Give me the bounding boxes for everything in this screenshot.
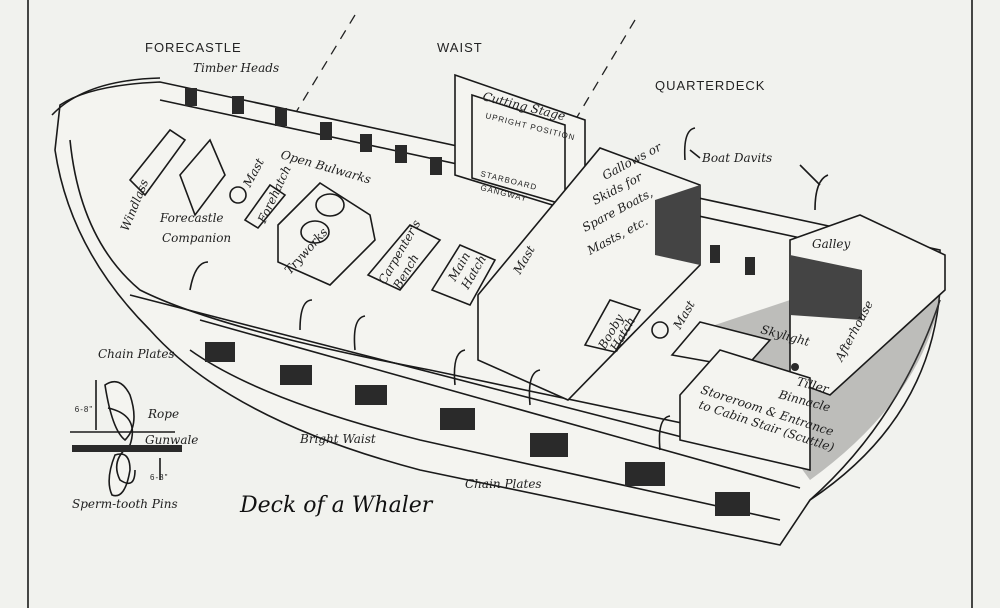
- label-boat-davits: Boat Davits: [701, 151, 772, 165]
- storeroom-shape: [679, 349, 811, 472]
- booby-hatch-shape: [583, 299, 642, 353]
- label-forecastle-companion-1: Forecastle: [159, 211, 224, 225]
- label-timber-heads: Timber Heads: [193, 61, 279, 75]
- label-bright-waist: Bright Waist: [299, 432, 376, 446]
- mizzen-mast-shape: [651, 321, 669, 339]
- deck-structures: [128, 73, 946, 472]
- forehatch-shape: [243, 183, 287, 230]
- forecastle-companion-shape: [179, 138, 226, 217]
- sperm-tooth-pins-inset: [70, 380, 182, 497]
- fore-mast-shape: [229, 186, 247, 204]
- label-forecastle-companion-2: Companion: [162, 231, 231, 245]
- label-chain-plates-fore: Chain Plates: [98, 347, 175, 361]
- inset-height-bottom: 6-8": [150, 473, 168, 482]
- inset-rope: Rope: [147, 407, 179, 421]
- gunwale-shape: [72, 445, 182, 452]
- rope-icon: [107, 407, 136, 485]
- upper-pin-icon: [104, 380, 135, 442]
- section-quarterdeck: QUARTERDECK: [655, 78, 765, 93]
- label-galley: Galley: [812, 237, 851, 251]
- inset-gunwale: Gunwale: [145, 433, 198, 447]
- inset-height-top: 6-8": [75, 405, 93, 414]
- windlass-shape: [128, 128, 187, 197]
- binnacle-shape: [791, 363, 799, 371]
- diagram-title: Deck of a Whaler: [239, 493, 434, 518]
- section-waist: WAIST: [437, 40, 483, 55]
- main-hatch-shape: [430, 243, 497, 307]
- carpenters-bench-shape: [366, 224, 442, 291]
- lower-pin-icon: [108, 453, 131, 497]
- label-chain-plates-aft: Chain Plates: [465, 477, 542, 491]
- section-forecastle: FORECASTLE: [145, 40, 242, 55]
- inset-caption: Sperm-tooth Pins: [72, 497, 178, 511]
